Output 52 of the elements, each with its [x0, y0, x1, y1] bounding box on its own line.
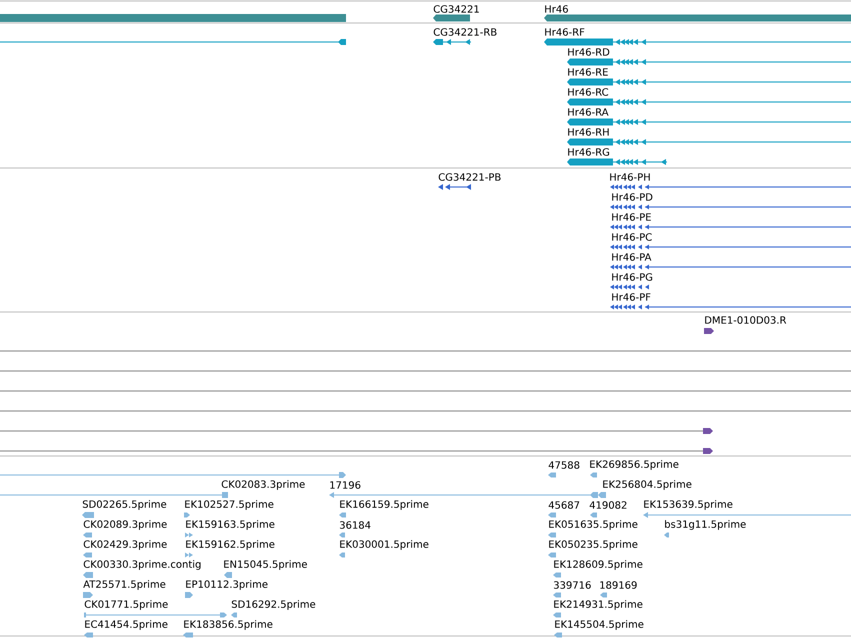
feature-label: CK00330.3prime.contig — [84, 560, 200, 570]
feature-label: EK269856.5prime — [590, 460, 678, 470]
feature-label: EK159162.5prime — [186, 540, 274, 550]
feature-label: SD16292.5prime — [232, 600, 316, 610]
feature-label: EK102527.5prime — [185, 500, 274, 510]
feature-label: 17196 — [330, 481, 360, 489]
feature-label: 45687 — [548, 501, 580, 509]
feature-label: 189169 — [600, 581, 637, 589]
feature-label: EK050235.5prime — [549, 540, 638, 550]
feature-label: CK02429.3prime — [84, 540, 167, 550]
feature-label: Hr46-RD — [568, 48, 610, 56]
feature-label: CG34221-PB — [438, 173, 501, 181]
feature-label: bs31g11.5prime — [665, 520, 746, 530]
feature-label: Hr46-PH — [610, 173, 650, 181]
feature-label: DME1-010D03.R — [705, 316, 786, 324]
feature-label: CK02083.3prime — [222, 480, 305, 490]
feature-label: Hr46-RF — [545, 28, 584, 36]
feature-label: Hr46-PF — [612, 293, 650, 301]
feature-label: Hr46-PD — [612, 193, 652, 201]
feature-label: EK145504.5prime — [555, 620, 644, 630]
feature-label: EK128609.5prime — [554, 560, 642, 570]
feature-label: CK01771.5prime — [84, 600, 168, 610]
feature-label: EK256804.5prime — [603, 480, 692, 490]
feature-label: Hr46-RA — [568, 108, 608, 116]
feature-label: CG34221-RB — [434, 28, 496, 36]
feature-label: EK166159.5prime — [340, 500, 428, 510]
feature-label: Hr46-RC — [568, 88, 608, 96]
feature-label: EK051635.5prime — [549, 520, 638, 530]
feature-label: Hr46-RE — [568, 68, 608, 76]
feature-label: EC41454.5prime — [85, 620, 168, 630]
feature-label: 419082 — [590, 501, 626, 509]
feature-label: EK214931.5prime — [554, 600, 642, 610]
feature-label: CK02089.3prime — [84, 520, 167, 530]
feature-label: 47588 — [548, 461, 580, 469]
feature-label: Hr46-PA — [612, 253, 652, 261]
feature-label: 36184 — [340, 521, 370, 529]
feature-label: SD02265.5prime — [82, 500, 166, 510]
feature-label: Hr46-PE — [612, 213, 651, 221]
feature-label: Hr46-RH — [568, 128, 609, 136]
feature-label: AT25571.5prime — [83, 580, 166, 590]
feature-label: EK030001.5prime — [340, 540, 428, 550]
feature-label: Hr46 — [545, 5, 568, 13]
feature-label: Hr46-PG — [612, 273, 652, 281]
feature-label: EK183856.5prime — [184, 620, 272, 630]
feature-label: EK159163.5prime — [186, 520, 274, 530]
feature-label: EK153639.5prime — [644, 500, 732, 510]
feature-label: EN15045.5prime — [224, 560, 307, 570]
feature-label: Hr46-RG — [568, 148, 610, 156]
feature-label: CG34221 — [434, 5, 479, 13]
feature-label: EP10112.3prime — [186, 580, 268, 590]
feature-label: Hr46-PC — [612, 233, 652, 241]
feature-label: 339716 — [554, 581, 591, 589]
